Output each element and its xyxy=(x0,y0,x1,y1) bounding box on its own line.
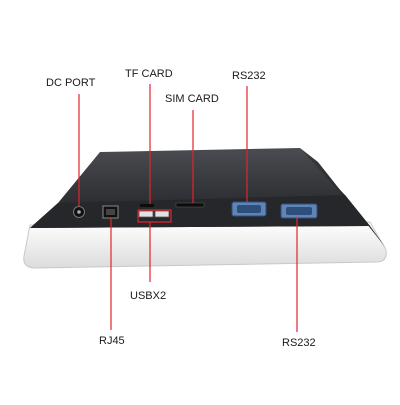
label-dc-port: DC PORT xyxy=(46,77,96,89)
usb-ports xyxy=(138,210,170,218)
rs232-port-left xyxy=(231,201,267,217)
dc-port xyxy=(73,206,85,218)
label-rs232-bottom: RS232 xyxy=(282,337,316,349)
label-tf-card: TF CARD xyxy=(125,68,173,80)
callout-usbx2-box xyxy=(137,209,172,223)
rs232-port-right xyxy=(280,203,318,219)
connector-panel xyxy=(30,195,370,228)
callout-lines xyxy=(78,84,298,332)
rj45-port xyxy=(102,205,119,219)
sim-card-slot xyxy=(175,202,205,208)
label-rj45: RJ45 xyxy=(99,335,125,347)
label-sim-card: SIM CARD xyxy=(165,93,219,105)
label-usbx2: USBX2 xyxy=(130,290,167,302)
monitor-bezel xyxy=(23,221,387,269)
tf-card-slot xyxy=(140,204,154,207)
label-rs232-top: RS232 xyxy=(232,70,266,82)
